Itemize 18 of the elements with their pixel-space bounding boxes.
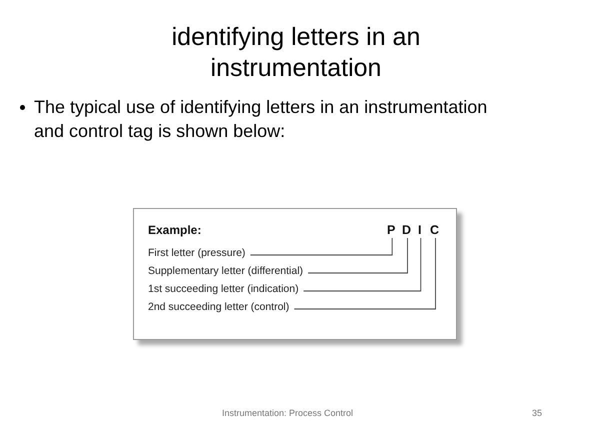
example-heading: Example: [148, 223, 202, 237]
leader-line [308, 238, 408, 274]
bullet-text: The typical use of identifying letters in an instrumentation and control tag is shown below: [34, 96, 488, 143]
letter-description: First letter (pressure) [148, 247, 246, 259]
leader-line [250, 238, 393, 256]
tag-letter: D [402, 223, 412, 237]
tag-letter: P [387, 223, 396, 237]
letter-description: 1st succeeding letter (indication) [148, 283, 299, 295]
leader-line [303, 238, 422, 292]
example-panel [133, 208, 457, 340]
slide-title: identifying letters in an instrumentation [170, 22, 422, 84]
tag-letter: I [418, 223, 422, 237]
letter-description: 2nd succeeding letter (control) [148, 301, 290, 313]
letter-description: Supplementary letter (differential) [148, 265, 304, 277]
tag-letter: C [430, 223, 440, 237]
leader-line [294, 238, 436, 310]
page-number: 35 [532, 408, 542, 418]
footer-text: Instrumentation: Process Control [222, 408, 354, 418]
